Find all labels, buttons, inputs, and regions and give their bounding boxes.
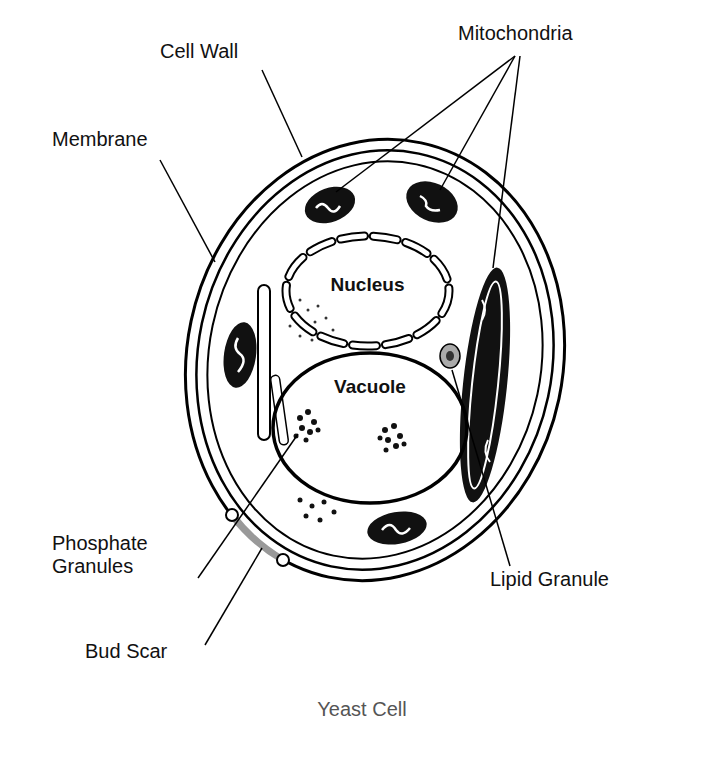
- part-label: Lipid Granule: [490, 568, 609, 591]
- mitochondrion: [300, 180, 360, 230]
- cytoplasm-dots: [298, 498, 337, 523]
- leader-lines: [160, 56, 520, 645]
- organelle-name: Nucleus: [280, 274, 455, 296]
- part-label: Membrane: [52, 128, 148, 151]
- cell-body: [145, 104, 605, 616]
- membrane-line: [171, 130, 579, 590]
- phosphate-granules: [294, 409, 407, 453]
- vacuole-outline: Vacuole: [270, 350, 470, 506]
- part-label: Mitochondria: [458, 22, 573, 45]
- cell-wall-outer: [145, 104, 605, 616]
- mitochondrion: [451, 265, 519, 504]
- part-label: Phosphate Granules: [52, 532, 202, 578]
- vacuole-membrane: [273, 353, 467, 503]
- figure-caption: Yeast Cell: [0, 698, 724, 721]
- bud-scar: [232, 515, 283, 560]
- lipid-granule: [440, 344, 460, 368]
- bud-scar-rim: [226, 509, 238, 521]
- organelle-name: Vacuole: [270, 376, 470, 398]
- mitochondrion: [399, 173, 464, 230]
- cell-wall-inner: [158, 117, 592, 603]
- tubule: [258, 285, 270, 440]
- bud-scar-rim: [277, 554, 289, 566]
- mitochondrion: [365, 507, 430, 549]
- part-label: Cell Wall: [160, 40, 238, 63]
- vacuole-outline: [270, 350, 470, 506]
- part-label: Bud Scar: [85, 640, 167, 663]
- mitochondrion: [220, 320, 261, 390]
- nucleus-outline: Nucleus: [280, 230, 455, 352]
- lipid-granule-core: [446, 351, 454, 361]
